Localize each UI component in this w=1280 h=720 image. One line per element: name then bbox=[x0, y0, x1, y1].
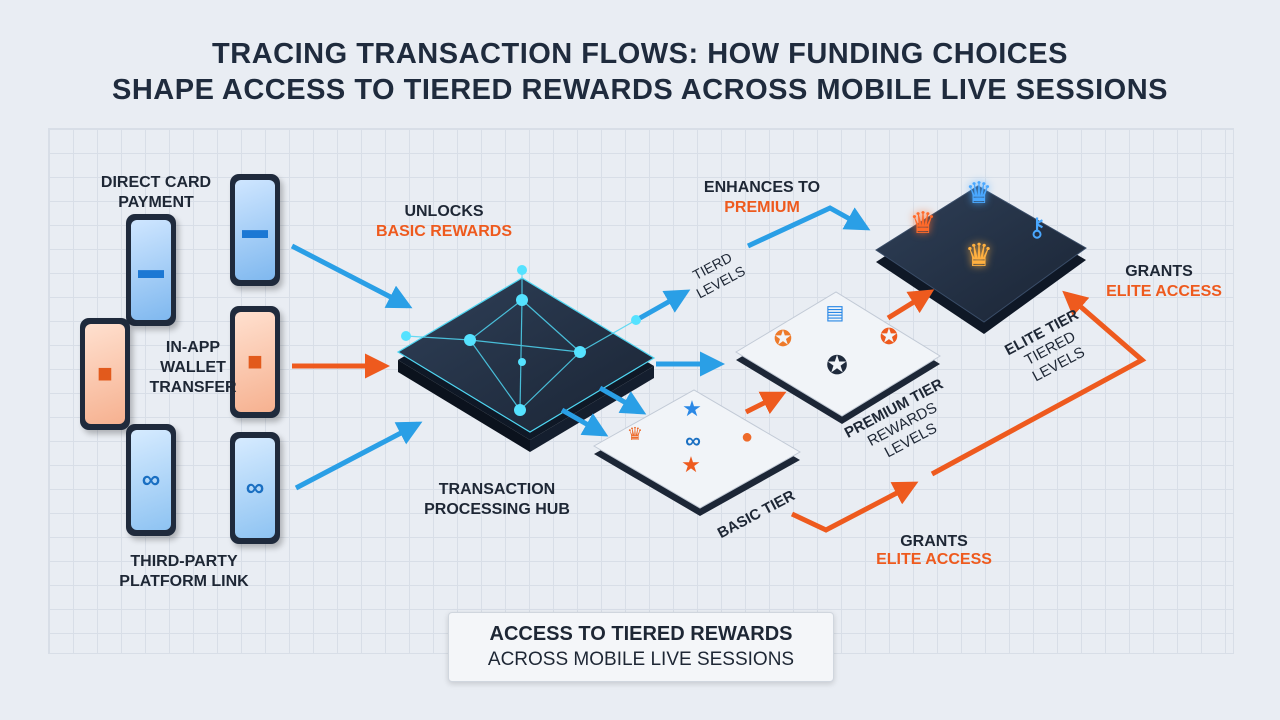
arrow-hub-to-elite bbox=[638, 289, 691, 321]
chain-link-icon: ∞ bbox=[141, 464, 161, 494]
document-icon: ▤ bbox=[825, 302, 845, 324]
arrow-card-to-hub bbox=[290, 243, 413, 309]
phone-wallet-left: ■ bbox=[80, 318, 130, 430]
arrow-basic-grants-elite bbox=[790, 481, 919, 533]
elite-tier-platform bbox=[875, 185, 1087, 334]
arrow-third-party-to-hub bbox=[294, 421, 423, 491]
transaction-hub-platform bbox=[396, 265, 656, 452]
phone-card-right: ▬ bbox=[230, 174, 280, 286]
crown-icon: ♛ bbox=[965, 177, 993, 210]
label-premium: PREMIUM bbox=[724, 199, 800, 216]
basic-tier-platform bbox=[592, 389, 802, 516]
crown-icon: ♛ bbox=[626, 424, 644, 444]
medal-icon: ✪ bbox=[773, 326, 793, 351]
arrow-basic-to-premium bbox=[744, 391, 787, 415]
wallet-icon: ■ bbox=[97, 358, 113, 388]
crown-icon: ♛ bbox=[964, 237, 994, 273]
label-elite-access-bottom: ELITE ACCESS bbox=[876, 551, 992, 568]
key-icon: ⚷ bbox=[1027, 212, 1047, 242]
source-label-card: DIRECT CARD PAYMENT bbox=[100, 174, 212, 211]
label-transaction-hub: TRANSACTION PROCESSING HUB bbox=[424, 481, 570, 518]
chain-link-icon: ∞ bbox=[685, 428, 701, 453]
medal-icon: ✪ bbox=[826, 350, 848, 380]
arrow-hub-to-basic-2 bbox=[560, 407, 609, 437]
summary-line-1: ACCESS TO TIERED REWARDS bbox=[489, 623, 793, 645]
diagram-title-line-1: TRACING TRANSACTION FLOWS: HOW FUNDING C… bbox=[212, 38, 1068, 70]
source-label-third-party: THIRD-PARTY PLATFORM LINK bbox=[119, 553, 249, 590]
source-label-wallet: IN-APP WALLET TRANSFER bbox=[149, 339, 237, 396]
crown-icon: ♛ bbox=[909, 207, 937, 240]
arrow-tiered-to-elite bbox=[746, 205, 871, 249]
chain-link-icon: ∞ bbox=[245, 472, 265, 502]
premium-tier-platform bbox=[735, 291, 941, 424]
arrow-premium-to-elite bbox=[886, 289, 935, 321]
credit-card-icon: ▬ bbox=[138, 254, 164, 284]
label-basic-rewards: BASIC REWARDS bbox=[375, 223, 512, 240]
phone-link-left: ∞ bbox=[126, 424, 176, 536]
label-grants-top: GRANTS bbox=[1125, 263, 1193, 280]
star-icon: ★ bbox=[681, 452, 701, 477]
phone-wallet-right: ■ bbox=[230, 306, 280, 418]
arrow-grants-elite-access bbox=[930, 290, 1147, 477]
summary-line-2: ACROSS MOBILE LIVE SESSIONS bbox=[487, 649, 795, 670]
summary-box: ACCESS TO TIERED REWARDS ACROSS MOBILE L… bbox=[448, 612, 834, 682]
label-enhances-to: ENHANCES TO bbox=[703, 179, 821, 196]
medal-icon: ✪ bbox=[879, 324, 899, 349]
label-grants-bottom: GRANTS bbox=[900, 533, 968, 550]
label-elite-access-top: ELITE ACCESS bbox=[1106, 283, 1222, 300]
coin-icon: ● bbox=[740, 426, 754, 448]
diagram-title-line-2: SHAPE ACCESS TO TIERED REWARDS ACROSS MO… bbox=[112, 74, 1168, 106]
wallet-icon: ■ bbox=[247, 346, 263, 376]
arrow-hub-to-basic bbox=[598, 385, 647, 415]
star-icon: ★ bbox=[682, 396, 702, 421]
label-unlocks: UNLOCKS bbox=[404, 203, 484, 220]
credit-card-icon: ▬ bbox=[242, 214, 268, 244]
phone-link-right: ∞ bbox=[230, 432, 280, 544]
phone-card-left: ▬ bbox=[126, 214, 176, 326]
